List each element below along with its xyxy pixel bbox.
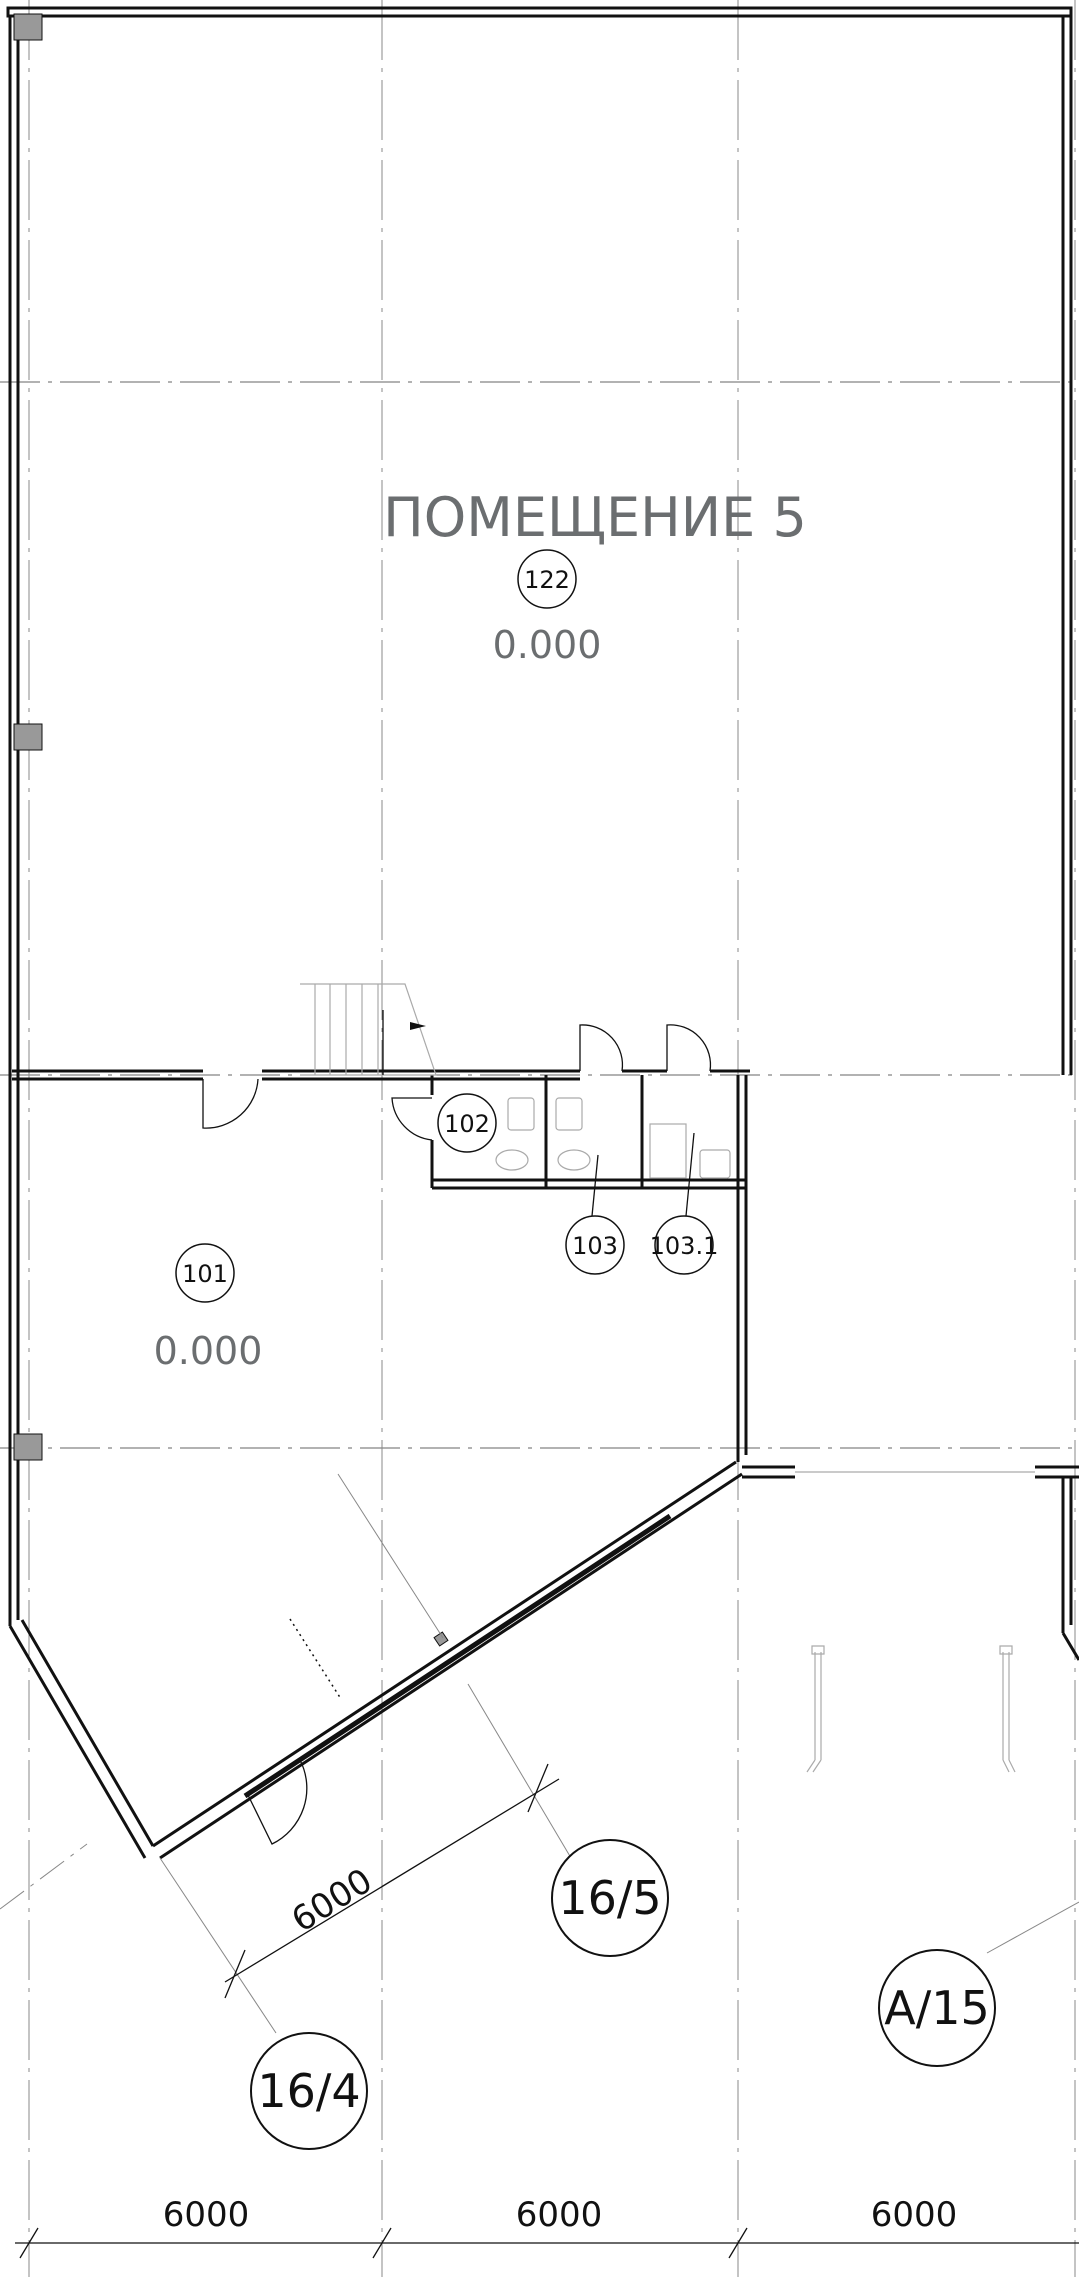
room-number-101: 101 (182, 1260, 228, 1288)
room-number-102: 102 (444, 1110, 490, 1138)
axis-label-16-4: 16/4 (257, 2064, 360, 2118)
level-mark-main-hall: 0.000 (493, 623, 602, 667)
outer-walls (6, 6, 1079, 1860)
room-tag-103-1: 103.1 (650, 1215, 719, 1275)
room-number-103-1: 103.1 (650, 1232, 719, 1260)
dimension-bay-3: 6000 (871, 2195, 958, 2235)
axis-marker-16-4: 16/4 (250, 2032, 368, 2150)
diagonal-axes (0, 1473, 1079, 2034)
room-name-pomeshchenie-5: ПОМЕЩЕНИЕ 5 (383, 486, 807, 549)
axis-marker-a-15: A/15 (878, 1949, 996, 2067)
stair (300, 983, 437, 1076)
dimension-bay-1: 6000 (163, 2195, 250, 2235)
axis-label-16-5: 16/5 (558, 1871, 661, 1925)
room-tag-101: 101 (175, 1243, 235, 1303)
diagonal-dimension: 6000 (285, 1861, 380, 1941)
room-tag-122: 122 (517, 549, 577, 609)
bottom-dimension-chain: 6000 6000 6000 (15, 2195, 1079, 2259)
room-number-103: 103 (572, 1232, 618, 1260)
room-tag-103: 103 (565, 1215, 625, 1275)
inner-walls (12, 983, 750, 1217)
axis-label-a-15: A/15 (884, 1981, 990, 2035)
dimension-bay-2: 6000 (516, 2195, 603, 2235)
room-number-122: 122 (524, 566, 570, 594)
level-mark-room-101: 0.000 (154, 1329, 263, 1373)
room-tag-102: 102 (437, 1093, 497, 1153)
axis-marker-16-5: 16/5 (551, 1839, 669, 1957)
